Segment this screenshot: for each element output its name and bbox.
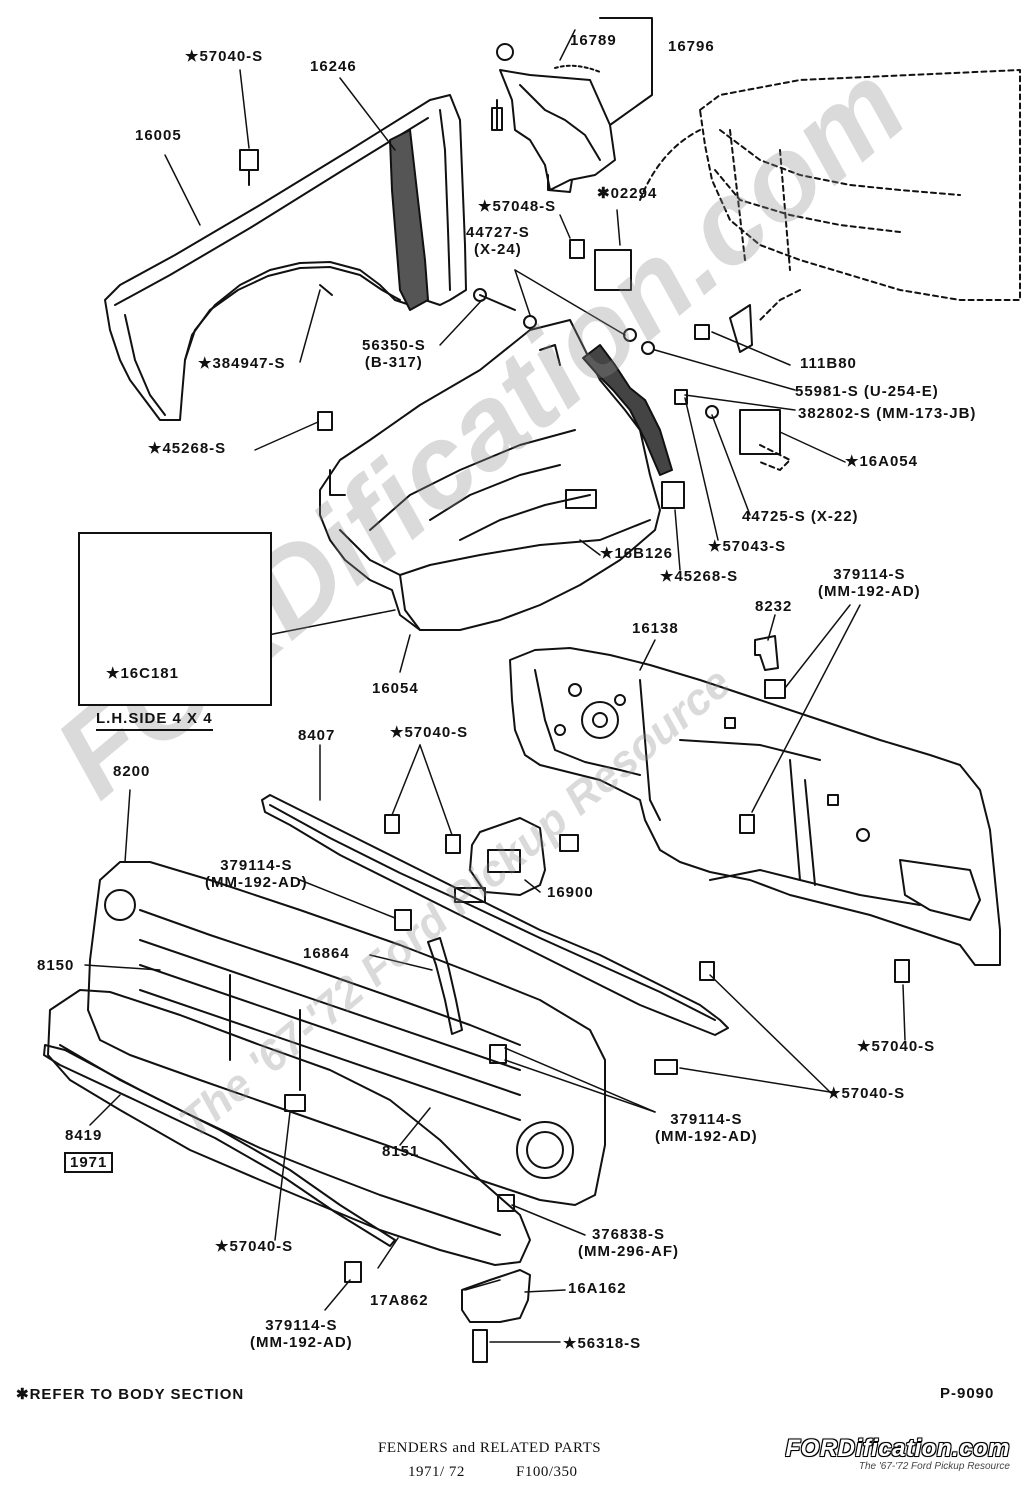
page-code: P-9090 <box>940 1385 995 1402</box>
brand-logo-tagline: The '67-'72 Ford Pickup Resource <box>858 1461 1010 1472</box>
caption-models: F100/350 <box>516 1464 578 1480</box>
label-44727s-code: (X-24) <box>474 241 522 258</box>
caption-year: 1971/ 72 <box>408 1464 465 1480</box>
label-16789: 16789 <box>570 32 617 49</box>
label-8419: 8419 <box>65 1127 103 1144</box>
label-57048s: ★57048-S <box>478 198 557 215</box>
label-379114s-bottom-num: 379114-S <box>265 1317 338 1334</box>
label-16c181: ★16C181 <box>106 665 179 682</box>
label-57040s-right: ★57040-S <box>857 1038 936 1055</box>
label-17a862: 17A862 <box>370 1292 429 1309</box>
label-57040s-mid: ★57040-S <box>390 724 469 741</box>
label-44727s-num: 44727-S <box>466 224 530 241</box>
fender-16005 <box>104 94 467 421</box>
label-8407: 8407 <box>298 727 336 744</box>
label-56350s: 56350-S (B-317) <box>362 337 426 371</box>
label-376838s-code: (MM-296-AF) <box>578 1243 679 1260</box>
label-111b80: 111B80 <box>800 355 857 372</box>
grille-8200 <box>87 861 606 1206</box>
year-box-1971: 1971 <box>64 1152 114 1173</box>
label-379114s-lower-num: 379114-S <box>670 1111 743 1128</box>
label-16246: 16246 <box>310 58 357 75</box>
label-16796: 16796 <box>668 38 715 55</box>
label-379114s-lower-code: (MM-192-AD) <box>655 1128 758 1145</box>
label-379114s-left-code: (MM-192-AD) <box>205 874 308 891</box>
label-379114s-upper-code: (MM-192-AD) <box>818 583 921 600</box>
latch-16900 <box>469 817 546 896</box>
label-45268s-left: ★45268-S <box>148 440 227 457</box>
label-8232: 8232 <box>755 598 793 615</box>
label-376838s-num: 376838-S <box>591 1226 666 1243</box>
label-16864: 16864 <box>303 945 350 962</box>
label-56350s-code: (B-317) <box>364 354 423 371</box>
label-379114s-left-num: 379114-S <box>220 857 293 874</box>
fasteners <box>239 149 910 1363</box>
label-57040s-top: ★57040-S <box>185 48 264 65</box>
inset-lh-side-4x4 <box>78 532 272 706</box>
brand-logo: FORDification.com The '67-'72 Ford Picku… <box>785 1435 1010 1472</box>
label-16054: 16054 <box>372 680 419 697</box>
label-379114s-upper-num: 379114-S <box>833 566 906 583</box>
shield-16b126 <box>582 344 673 476</box>
label-44725s: 44725-S (X-22) <box>742 508 859 525</box>
label-8150: 8150 <box>37 957 75 974</box>
cowl-body-outline <box>639 69 1021 471</box>
label-384947s: ★384947-S <box>198 355 286 372</box>
label-57040s-bottom: ★57040-S <box>215 1238 294 1255</box>
leader-lines <box>84 29 906 1343</box>
label-379114s-bottom: 379114-S (MM-192-AD) <box>250 1317 353 1351</box>
label-44727s: 44727-S (X-24) <box>466 224 530 258</box>
label-379114s-bottom-code: (MM-192-AD) <box>250 1334 353 1351</box>
label-16138: 16138 <box>632 620 679 637</box>
radiator-support-16138 <box>509 647 1001 966</box>
label-16a162: 16A162 <box>568 1280 627 1297</box>
label-16900: 16900 <box>547 884 594 901</box>
apron-16054 <box>319 319 661 631</box>
label-16a054: ★16A054 <box>845 453 918 470</box>
label-8151: 8151 <box>382 1143 420 1160</box>
label-56318s: ★56318-S <box>563 1335 642 1352</box>
hinge-16796 <box>491 17 653 193</box>
latch-support-8407 <box>261 794 729 1036</box>
label-16b126: ★16B126 <box>600 545 673 562</box>
bracket-8232 <box>754 635 786 699</box>
label-02294: ✱02294 <box>597 185 658 202</box>
label-45268s-right: ★45268-S <box>660 568 739 585</box>
shield-16246 <box>389 129 429 311</box>
guard-16a162 <box>461 1269 531 1323</box>
caption-title: FENDERS and RELATED PARTS <box>378 1440 602 1456</box>
label-56350s-num: 56350-S <box>362 337 426 354</box>
label-57043s: ★57043-S <box>708 538 787 555</box>
label-55981s: 55981-S (U-254-E) <box>795 383 939 400</box>
footnote-body-section: ✱REFER TO BODY SECTION <box>16 1386 245 1403</box>
label-16005: 16005 <box>135 127 182 144</box>
label-379114s-upper: 379114-S (MM-192-AD) <box>818 566 921 600</box>
label-379114s-left: 379114-S (MM-192-AD) <box>205 857 308 891</box>
label-382802s: 382802-S (MM-173-JB) <box>798 405 977 422</box>
molding-16864 <box>427 937 463 1035</box>
label-57040s-lower-right: ★57040-S <box>827 1085 906 1102</box>
inset-title: L.H.SIDE 4 X 4 <box>96 710 213 731</box>
label-376838s: 376838-S (MM-296-AF) <box>578 1226 679 1260</box>
brand-logo-main: FORDification.com <box>785 1435 1010 1462</box>
label-8200: 8200 <box>113 763 151 780</box>
label-379114s-lower: 379114-S (MM-192-AD) <box>655 1111 758 1145</box>
valance-8419 <box>43 1044 396 1247</box>
